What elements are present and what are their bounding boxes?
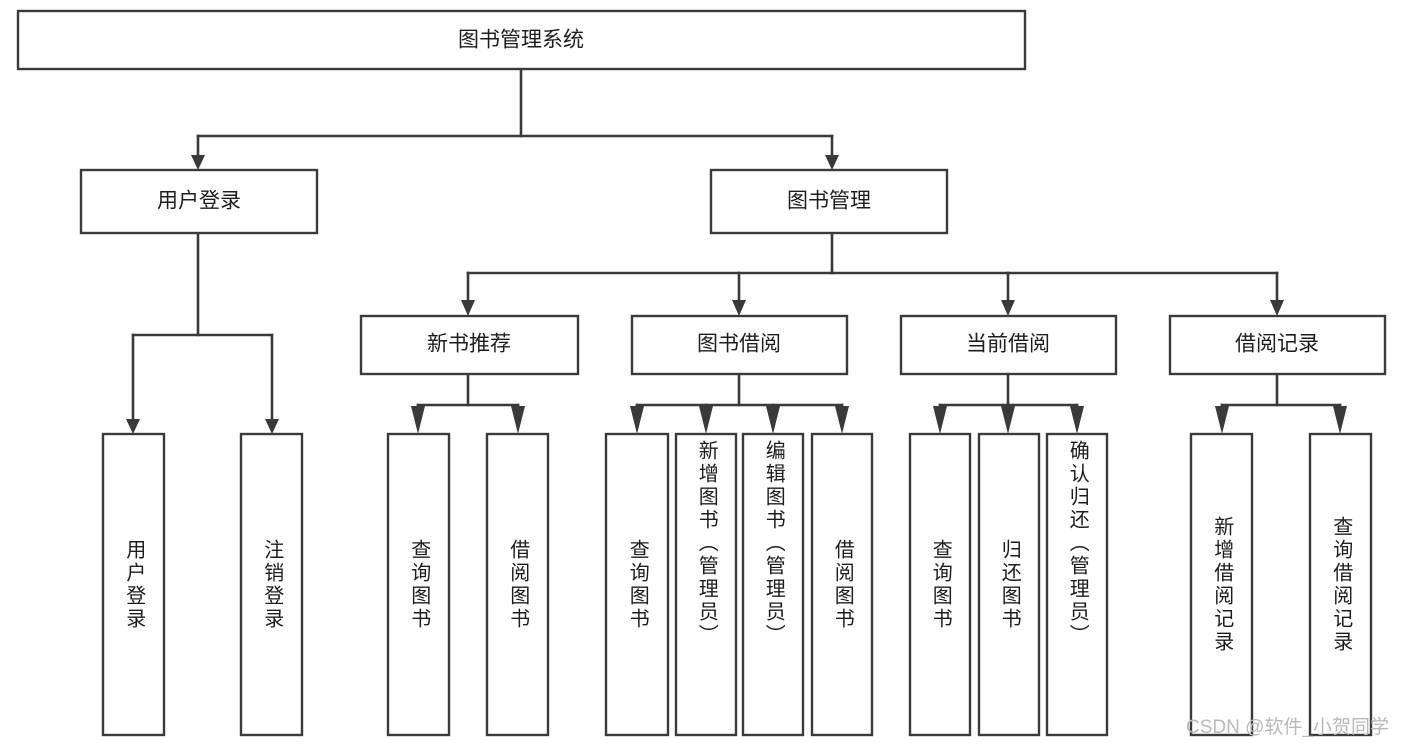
leaf-add-book-box[interactable] (674, 432, 738, 737)
leaf-query-book-2-box[interactable] (604, 432, 670, 737)
node-current-borrow[interactable]: 当前借阅 (899, 314, 1118, 376)
connector-book-management-children (461, 231, 1284, 316)
node-book-management[interactable]: 图书管理 (709, 168, 949, 235)
node-root-system[interactable]: 图书管理系统 (16, 9, 1027, 71)
connector-new-book-recommend-children (411, 372, 525, 434)
connector-root-to-level2 (191, 67, 839, 170)
node-book-borrow-box[interactable] (630, 314, 849, 376)
leaf-return-book-box[interactable] (977, 432, 1041, 737)
node-user-login-label: 用户登录 (157, 190, 241, 213)
leaf-user-login-box[interactable] (101, 432, 166, 737)
leaf-query-record-box[interactable] (1308, 432, 1373, 737)
leaf-edit-book-box[interactable] (741, 432, 805, 737)
node-current-borrow-box[interactable] (899, 314, 1118, 376)
connector-book-borrow-children (630, 372, 849, 434)
leaf-query-book-3-box[interactable] (908, 432, 972, 737)
connector-borrow-record-children (1215, 372, 1347, 434)
node-book-borrow-label: 图书借阅 (697, 333, 781, 356)
node-root-system-box[interactable] (16, 9, 1027, 71)
leaf-borrow-book-2-box[interactable] (810, 432, 874, 737)
node-new-book-recommend-box[interactable] (359, 314, 580, 376)
node-new-book-recommend-label: 新书推荐 (427, 333, 511, 356)
leaf-borrow-book-1-box[interactable] (485, 432, 550, 737)
connector-current-borrow-children (933, 372, 1084, 434)
node-borrow-record[interactable]: 借阅记录 (1168, 314, 1387, 376)
arrow-to-user-login (191, 155, 205, 170)
leaf-add-record-box[interactable] (1189, 432, 1254, 737)
node-user-login-box[interactable] (79, 168, 319, 235)
node-root-system-label: 图书管理系统 (458, 29, 584, 52)
node-borrow-record-label: 借阅记录 (1235, 333, 1319, 356)
leaf-query-book-1-box[interactable] (386, 432, 451, 737)
node-borrow-record-box[interactable] (1168, 314, 1387, 376)
csdn-watermark: CSDN @软件_小贺同学 (1186, 717, 1389, 738)
node-current-borrow-label: 当前借阅 (966, 333, 1050, 356)
connector-user-login-children (126, 231, 279, 434)
arrow-to-book-management (825, 155, 839, 170)
node-book-management-box[interactable] (709, 168, 949, 235)
leaf-user-logout-box[interactable] (239, 432, 304, 737)
node-book-borrow[interactable]: 图书借阅 (630, 314, 849, 376)
node-user-login[interactable]: 用户登录 (79, 168, 319, 235)
leaf-confirm-return-box[interactable] (1045, 432, 1109, 737)
node-new-book-recommend[interactable]: 新书推荐 (359, 314, 580, 376)
node-book-management-label: 图书管理 (787, 190, 871, 213)
